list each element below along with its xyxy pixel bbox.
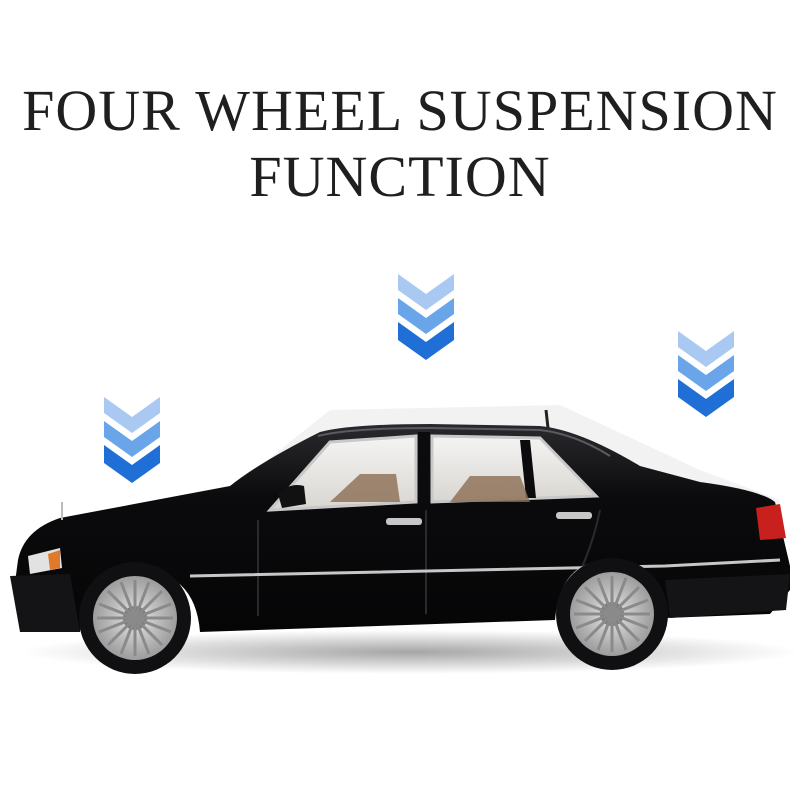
headline-line-1: FOUR WHEEL SUSPENSION xyxy=(22,78,778,143)
b-pillar xyxy=(418,432,430,506)
rear-wheel xyxy=(556,558,668,670)
rear-door-handle xyxy=(556,512,592,519)
front-bumper xyxy=(10,574,80,632)
taillight xyxy=(756,504,786,540)
chevron-down-icon-front-wheel xyxy=(104,397,160,483)
rear-seat xyxy=(450,476,530,502)
car-body xyxy=(14,424,790,632)
side-mirror xyxy=(278,485,306,508)
car-side-view xyxy=(10,405,800,674)
front-door-handle xyxy=(386,518,422,525)
headline-line-2: FUNCTION xyxy=(249,144,551,209)
c-pillar xyxy=(520,440,536,498)
roof-highlight xyxy=(317,426,611,457)
headline: FOUR WHEEL SUSPENSION FUNCTION xyxy=(0,78,800,210)
rear-bumper xyxy=(665,574,790,618)
chrome-strip xyxy=(189,558,781,578)
turn-signal xyxy=(48,550,60,570)
front-seat xyxy=(330,474,400,502)
chevron-down-icon-rear-wheel xyxy=(678,331,734,417)
front-wheel xyxy=(79,562,191,674)
antenna xyxy=(544,409,550,429)
chevron-down-icon-roof xyxy=(398,274,454,360)
